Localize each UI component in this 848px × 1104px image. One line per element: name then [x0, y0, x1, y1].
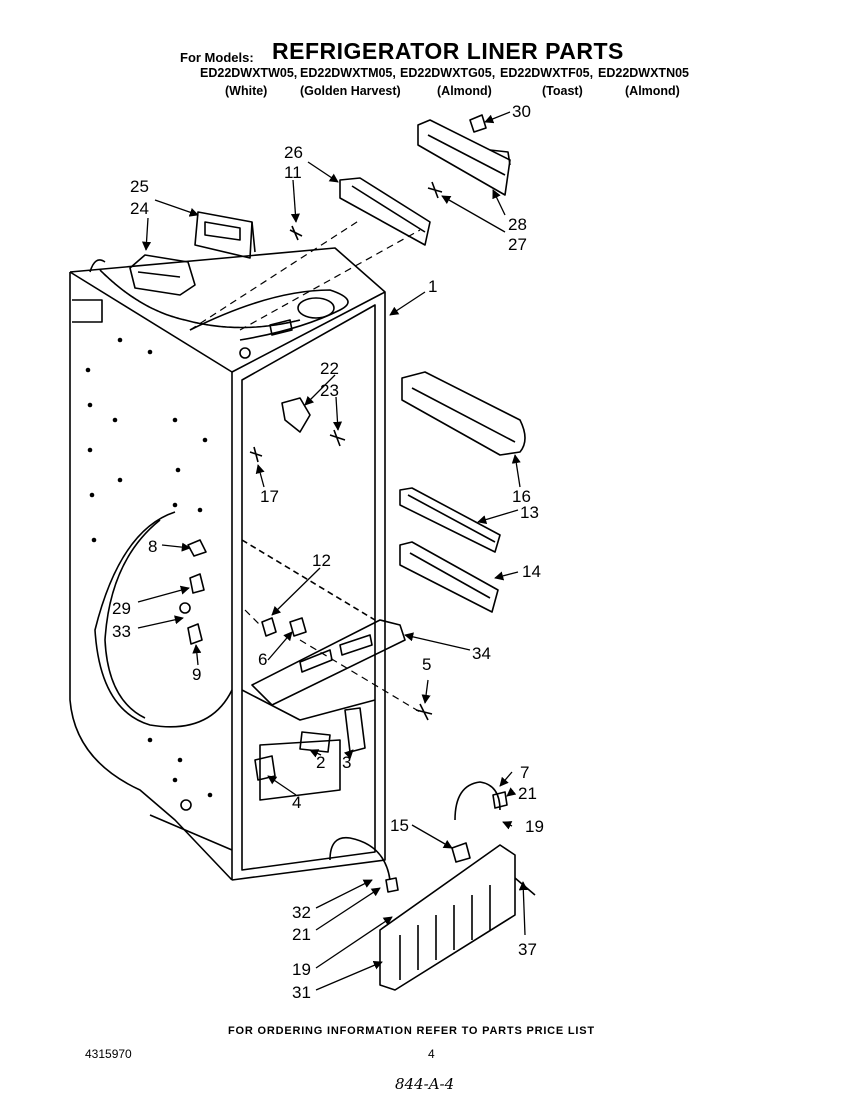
callout-21: 21: [518, 784, 537, 803]
callout-28: 28: [508, 215, 527, 234]
clip-icon: [469, 114, 487, 133]
callout-12: 12: [312, 551, 331, 570]
callout-4: 4: [292, 793, 301, 812]
ordering-note: FOR ORDERING INFORMATION REFER TO PARTS …: [228, 1025, 595, 1037]
callout-1: 1: [428, 277, 437, 296]
callout-5: 5: [422, 655, 431, 674]
cap-icon: [492, 791, 508, 809]
callout-23: 23: [320, 381, 339, 400]
callout-3: 3: [342, 753, 351, 772]
model-color: (Golden Harvest): [300, 84, 401, 98]
relay-assembly: [129, 211, 256, 296]
clip-icon: [261, 617, 277, 637]
callout-22: 22: [320, 359, 339, 378]
callout-17: 17: [260, 487, 279, 506]
callout-37: 37: [518, 940, 537, 959]
callout-11: 11: [284, 163, 302, 182]
callout-13: 13: [520, 503, 539, 522]
screw-icon: [289, 225, 303, 241]
leader-arrows: [137, 111, 528, 991]
callout-25: 25: [130, 177, 149, 196]
callout-2: 2: [316, 753, 325, 772]
clip-icon: [289, 617, 307, 637]
top-bracket: [417, 119, 511, 196]
model-number: ED22DWXTF05,: [500, 66, 594, 80]
heater-tube: [454, 781, 501, 821]
model-color: (White): [225, 84, 268, 98]
callout-24: 24: [130, 199, 149, 218]
document-number: 4315970: [85, 1047, 132, 1061]
callout-26: 26: [284, 143, 303, 162]
cap-icon: [385, 877, 399, 893]
callout-31: 31: [292, 983, 311, 1002]
screw-icon: [415, 703, 433, 721]
liner-drain-hole: [180, 799, 192, 811]
screw-icon: [249, 446, 263, 463]
control-bracket: [299, 731, 331, 753]
liner-rivet-holes: [85, 337, 213, 798]
refrigerator-liner: [69, 247, 386, 881]
crisper-cover: [251, 619, 406, 706]
bulb-icon: [179, 602, 191, 614]
callout-33: 33: [112, 622, 131, 641]
handwritten-note: 844-A-4: [395, 1075, 455, 1093]
model-number: ED22DWXTW05,: [200, 66, 298, 80]
socket-icon: [189, 573, 205, 594]
callout-9: 9: [192, 665, 201, 684]
heater-tube: [329, 836, 391, 881]
switch-icon: [187, 539, 207, 557]
callout-34: 34: [472, 644, 491, 663]
page-title: REFRIGERATOR LINER PARTS: [272, 38, 624, 64]
slide-rail: [399, 541, 499, 613]
callout-14: 14: [522, 562, 541, 581]
callout-19: 19: [292, 960, 311, 979]
connector-icon: [187, 623, 203, 645]
callout-15: 15: [390, 816, 409, 835]
callout-32: 32: [292, 903, 311, 922]
page-number: 4: [428, 1047, 435, 1061]
upper-shelf-rail: [339, 177, 431, 246]
model-number: ED22DWXTM05,: [300, 66, 396, 80]
callout-8: 8: [148, 537, 157, 556]
model-number: ED22DWXTN05: [598, 66, 689, 80]
control-housing: [344, 707, 366, 753]
callout-30: 30: [512, 102, 531, 121]
model-color: (Toast): [542, 84, 583, 98]
callout-21: 21: [292, 925, 311, 944]
screw-icon: [514, 877, 536, 896]
assembly-lines: [189, 219, 421, 713]
for-models-label: For Models:: [180, 50, 254, 65]
light-bracket: [281, 397, 346, 447]
callout-27: 27: [508, 235, 527, 254]
drawer-track: [401, 371, 526, 456]
heater-element: [451, 842, 471, 863]
model-color: (Almond): [625, 84, 680, 98]
damper-icon: [254, 755, 276, 781]
screw-icon: [427, 181, 443, 199]
callout-29: 29: [112, 599, 131, 618]
evaporator-cover: [379, 844, 516, 991]
callout-19: 19: [525, 817, 544, 836]
callout-16: 16: [512, 487, 531, 506]
callout-6: 6: [258, 650, 267, 669]
callout-7: 7: [520, 763, 529, 782]
model-number: ED22DWXTG05,: [400, 66, 496, 80]
slide-rail: [399, 487, 501, 553]
model-color: (Almond): [437, 84, 492, 98]
